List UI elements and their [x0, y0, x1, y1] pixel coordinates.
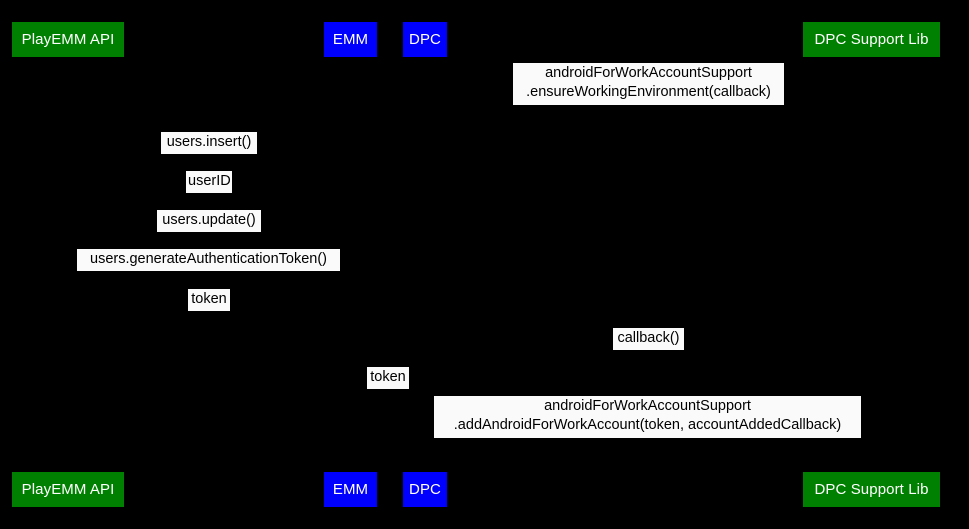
participant-label: EMM	[332, 31, 369, 48]
participant-playemm-api-bottom[interactable]: PlayEMM API	[12, 472, 124, 507]
participant-emm-bottom[interactable]: EMM	[324, 472, 377, 507]
message-label-users-generate-authentication-token: users.generateAuthenticationToken()	[77, 249, 340, 271]
message-label-callback: callback()	[613, 328, 684, 350]
message-label-ensure-working-environment: androidForWorkAccountSupport .ensureWork…	[513, 63, 784, 105]
participant-label: DPC Support Lib	[814, 481, 929, 498]
participant-dpc-support-lib-bottom[interactable]: DPC Support Lib	[803, 472, 940, 507]
participant-label: PlayEMM API	[21, 481, 115, 498]
participant-dpc-top[interactable]: DPC	[403, 22, 447, 57]
message-label-users-insert: users.insert()	[161, 132, 257, 154]
participant-label: EMM	[332, 481, 369, 498]
participant-playemm-api-top[interactable]: PlayEMM API	[12, 22, 124, 57]
participant-dpc-bottom[interactable]: DPC	[403, 472, 447, 507]
participant-label: DPC	[409, 31, 441, 48]
participant-label: DPC Support Lib	[814, 31, 929, 48]
message-label-users-update: users.update()	[157, 210, 261, 232]
participant-label: DPC	[409, 481, 441, 498]
participant-dpc-support-lib-top[interactable]: DPC Support Lib	[803, 22, 940, 57]
message-label-add-android-for-work-account: androidForWorkAccountSupport .addAndroid…	[434, 396, 861, 438]
message-label-token-to-dpc: token	[367, 367, 409, 389]
message-label-user-id: userID	[186, 171, 232, 193]
participant-emm-top[interactable]: EMM	[324, 22, 377, 57]
message-label-token-to-emm: token	[188, 289, 230, 311]
participant-label: PlayEMM API	[21, 31, 115, 48]
